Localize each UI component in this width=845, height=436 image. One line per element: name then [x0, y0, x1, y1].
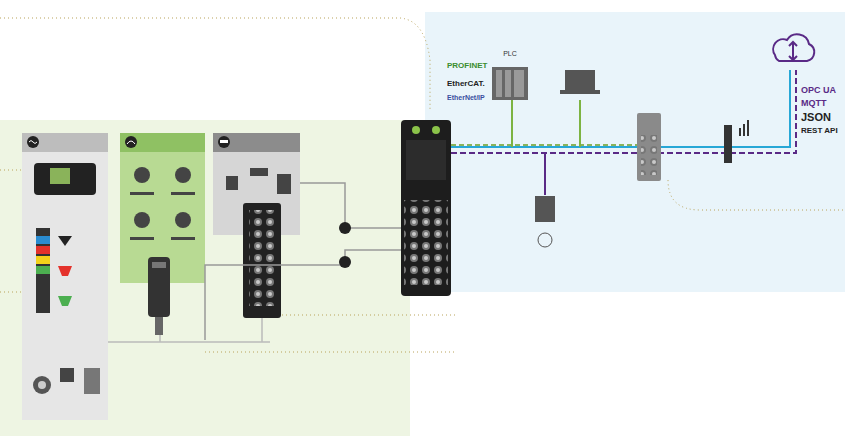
protocol-label: PROFINET [447, 62, 487, 71]
protocol-label: JSON [801, 111, 831, 123]
io-link-master [401, 120, 451, 296]
protocol-label: REST API [801, 127, 838, 136]
protocol-label: EtherCAT. [447, 80, 485, 89]
dotted-line [0, 18, 430, 110]
protocol-label: OPC UA [801, 86, 836, 96]
field-panel [0, 120, 410, 436]
protocol-label: EtherNet/IP [447, 94, 485, 102]
protocol-label: MQTT [801, 99, 827, 109]
network-panel [425, 12, 845, 292]
device-label: PLC [490, 50, 530, 57]
plc-device: PLC [490, 50, 530, 100]
